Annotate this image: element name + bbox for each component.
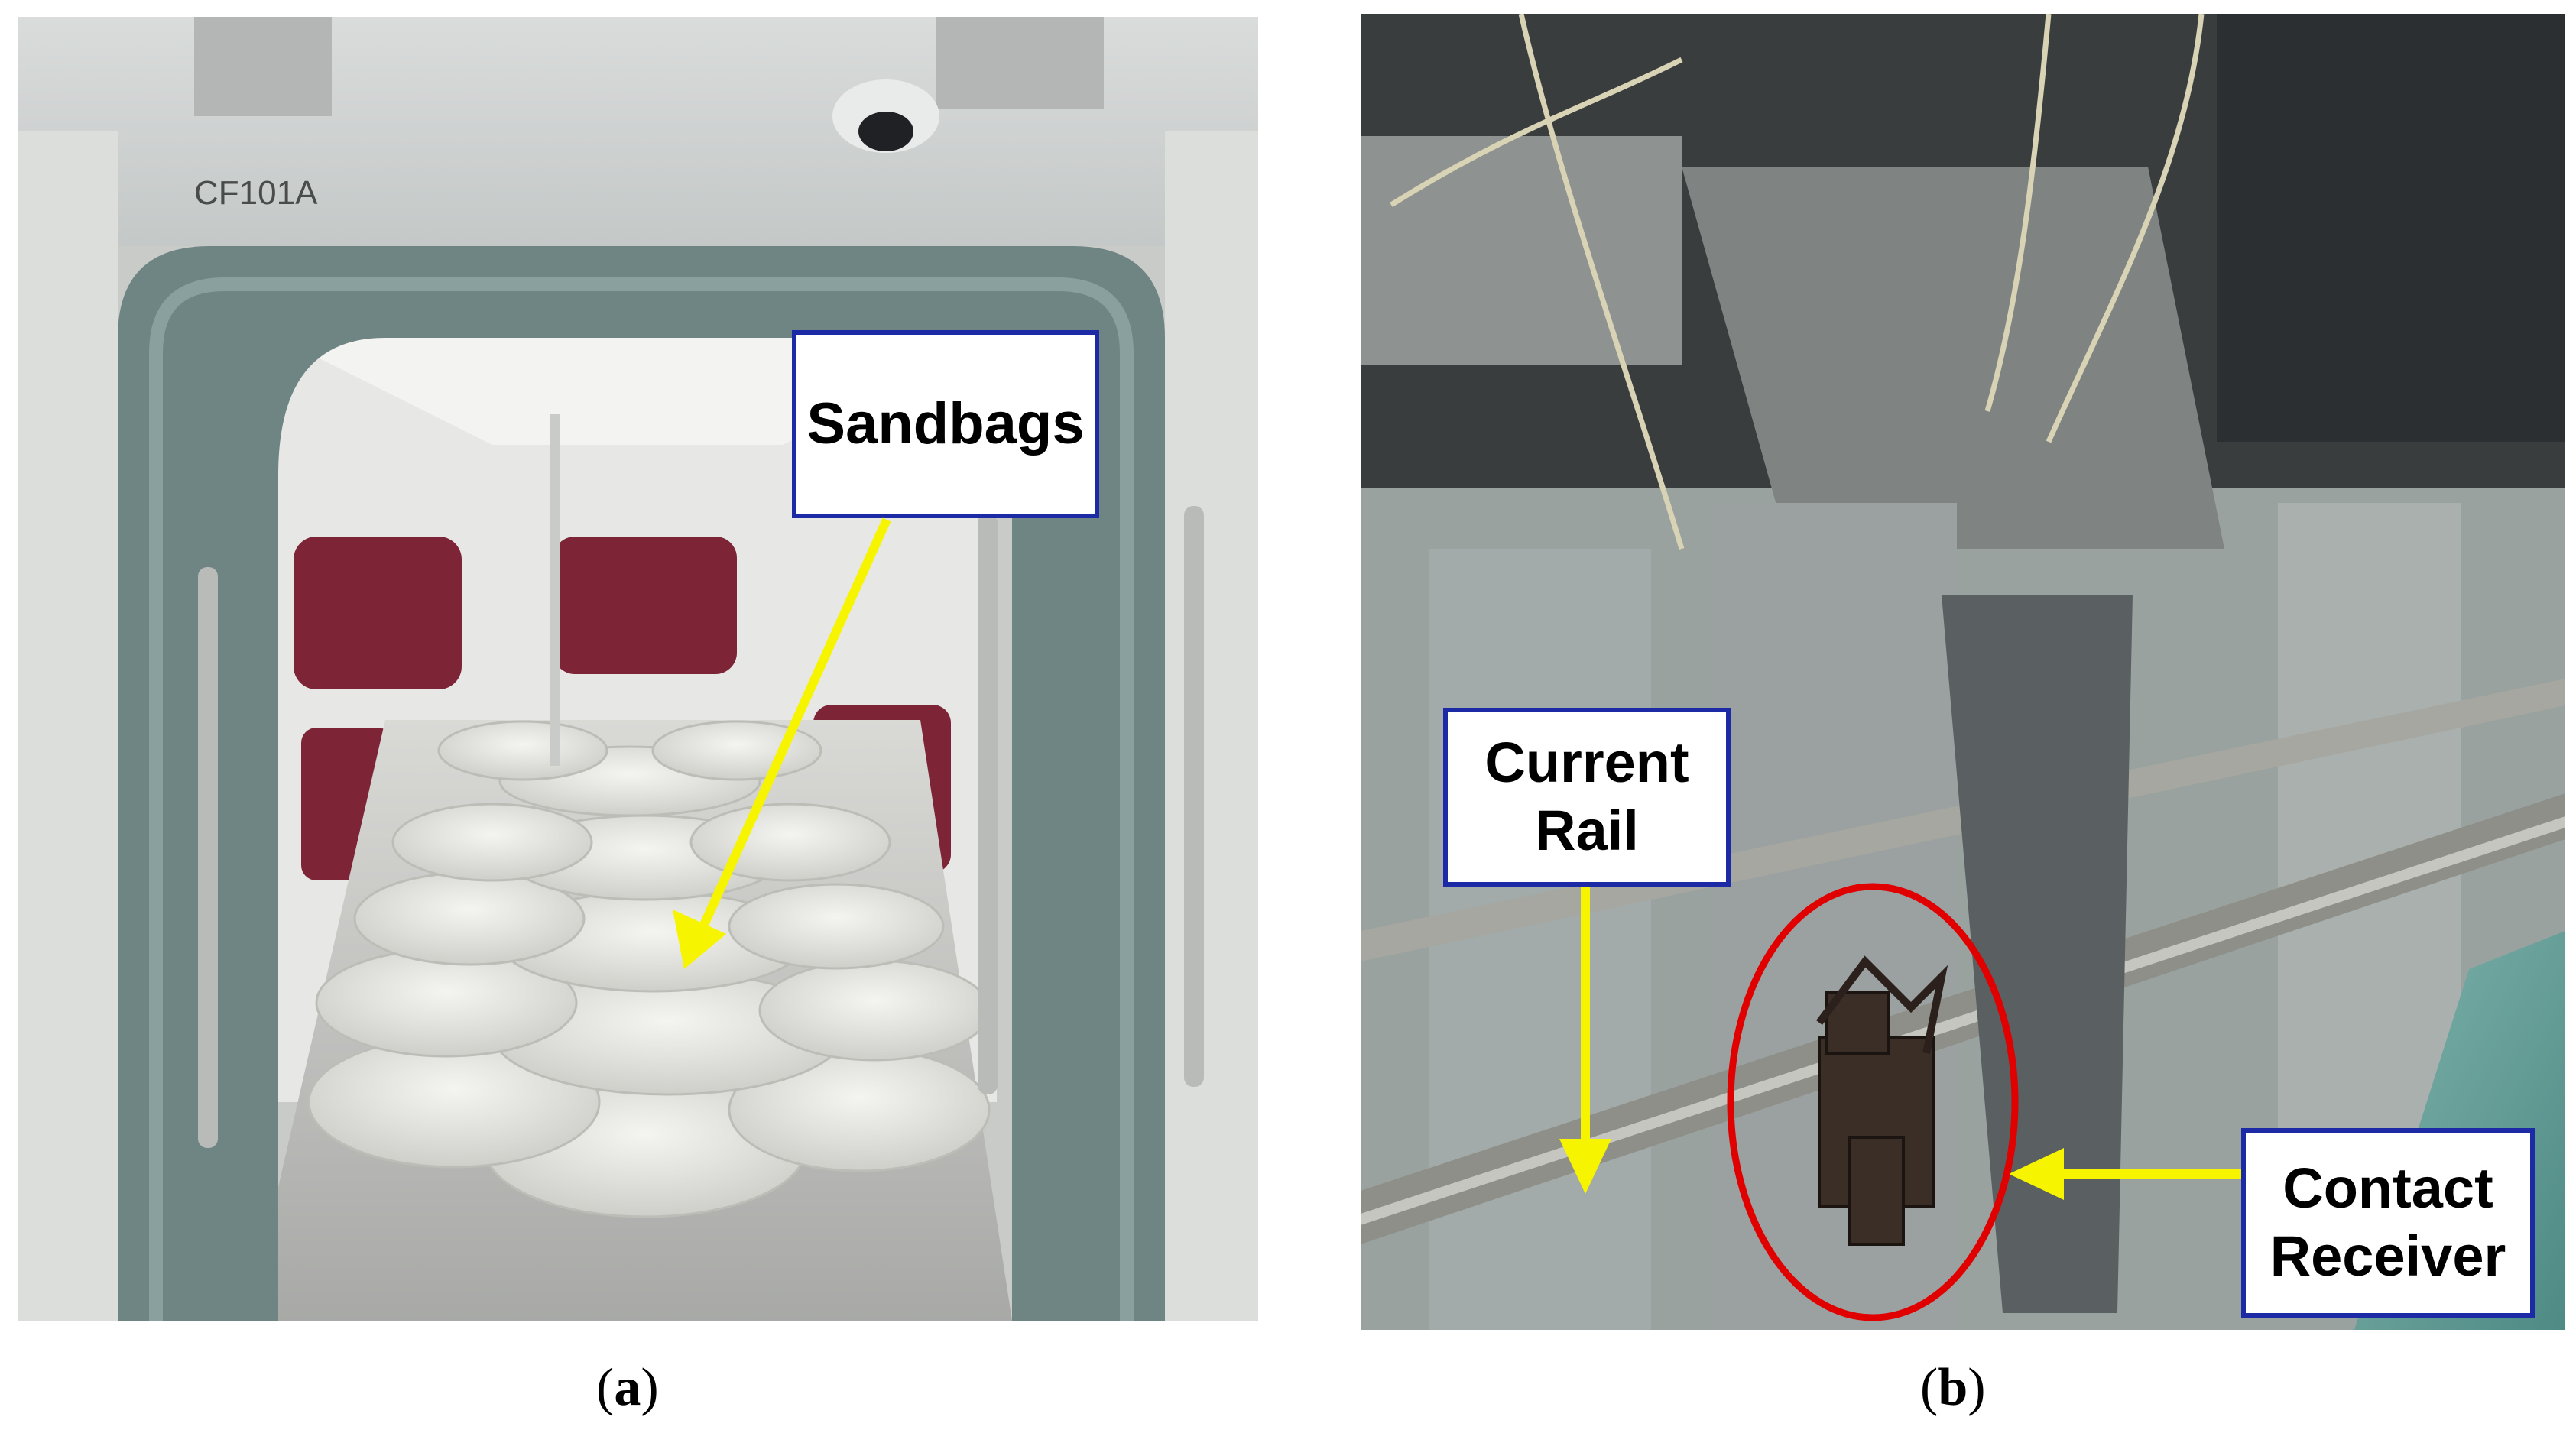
train-interior-scene: CF101A bbox=[18, 17, 1258, 1321]
contact-receiver-label-line1: Contact bbox=[2282, 1156, 2493, 1221]
carriage-number-sign: CF101A bbox=[194, 174, 318, 212]
contact-receiver-label: Contact Receiver bbox=[2241, 1128, 2535, 1318]
sandbags-label-text: Sandbags bbox=[806, 391, 1085, 457]
photo-train-interior: CF101A bbox=[18, 17, 1258, 1321]
current-rail-label: Current Rail bbox=[1443, 708, 1731, 887]
caption-b: (b) bbox=[1920, 1358, 1986, 1417]
contact-receiver-label-line2: Receiver bbox=[2269, 1224, 2506, 1288]
sandbags-label: Sandbags bbox=[792, 330, 1099, 518]
current-rail-label-line2: Rail bbox=[1535, 799, 1639, 862]
caption-a: (a) bbox=[596, 1358, 659, 1417]
current-rail-label-line1: Current bbox=[1484, 731, 1689, 795]
